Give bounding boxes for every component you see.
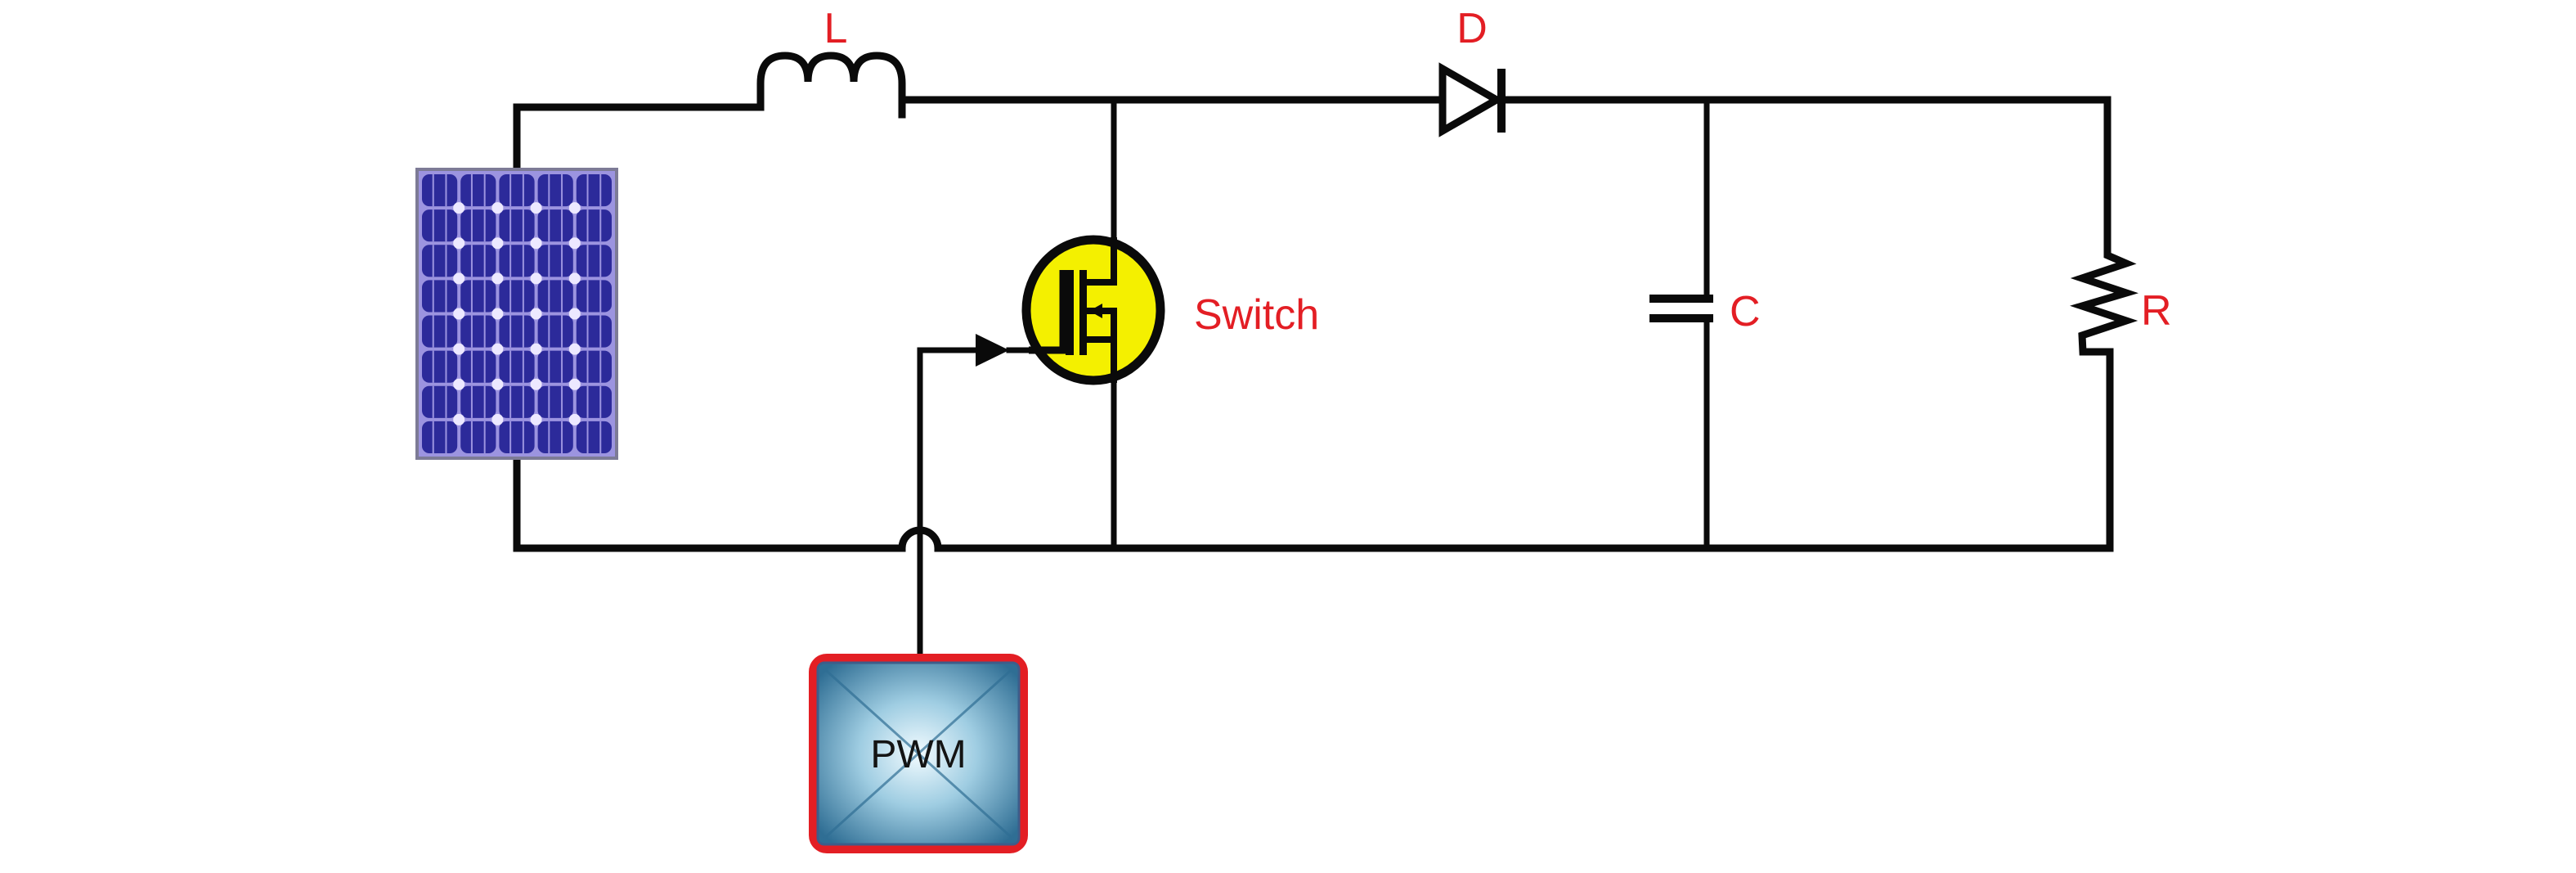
- switch-label: Switch: [1194, 291, 1319, 339]
- solar-cell: [499, 174, 535, 207]
- solar-cell: [576, 245, 612, 277]
- solar-cell-junction: [453, 308, 465, 320]
- solar-cell: [422, 209, 458, 242]
- solar-cell: [460, 421, 496, 453]
- solar-cell-junction: [568, 413, 581, 425]
- solar-cell: [499, 385, 535, 418]
- solar-cell: [422, 280, 458, 313]
- solar-cell-junction: [453, 237, 465, 250]
- solar-cell: [460, 315, 496, 348]
- wire-inductor-to-node: [898, 96, 1118, 109]
- solar-cell: [576, 350, 612, 383]
- solar-cell-junction: [491, 343, 504, 355]
- solar-cell: [537, 385, 573, 418]
- solar-cell-junction: [453, 378, 465, 390]
- solar-cell: [460, 350, 496, 383]
- solar-cell-junction: [491, 202, 504, 214]
- solar-cell-junction: [568, 378, 581, 390]
- solar-cell: [499, 315, 535, 348]
- wire-pwm-to-gate: [917, 347, 985, 655]
- solar-cell: [422, 245, 458, 277]
- solar-cell: [499, 209, 535, 242]
- solar-cell-junction: [453, 343, 465, 355]
- solar-cell: [460, 385, 496, 418]
- resistor-label: R: [2141, 287, 2172, 335]
- solar-cell: [422, 174, 458, 207]
- solar-cell-junction: [530, 308, 542, 320]
- solar-cell-junction: [453, 272, 465, 285]
- wire-panel-to-inductor: [513, 103, 765, 172]
- solar-cell-junction: [453, 413, 465, 425]
- solar-cell-junction: [568, 237, 581, 250]
- solar-cell-junction: [530, 237, 542, 250]
- solar-cell: [499, 421, 535, 453]
- solar-cell-junction: [491, 272, 504, 285]
- solar-panel: [415, 168, 618, 460]
- solar-cell: [537, 245, 573, 277]
- solar-cell: [576, 421, 612, 453]
- solar-cell: [499, 245, 535, 277]
- wire-diode-to-output: [1501, 96, 2112, 256]
- solar-cell: [422, 421, 458, 453]
- inductor: L: [756, 5, 906, 119]
- wires: [513, 96, 2114, 655]
- solar-cell: [576, 209, 612, 242]
- solar-cell: [537, 421, 573, 453]
- solar-cell: [576, 385, 612, 418]
- diode: D: [1438, 5, 1506, 137]
- solar-cell: [460, 245, 496, 277]
- solar-cell-junction: [530, 413, 542, 425]
- diode-label: D: [1456, 5, 1488, 52]
- solar-cell: [460, 209, 496, 242]
- wire-ground-rail: [513, 456, 2114, 552]
- solar-cell-junction: [568, 202, 581, 214]
- gate-arrow-icon: [976, 334, 1009, 367]
- solar-cell: [460, 280, 496, 313]
- solar-cell: [499, 350, 535, 383]
- solar-cell: [460, 174, 496, 207]
- pwm-controller: PWM: [809, 654, 1028, 853]
- solar-cell-junction: [568, 272, 581, 285]
- solar-cell: [537, 350, 573, 383]
- inductor-label: L: [824, 5, 848, 52]
- solar-cell-junction: [568, 343, 581, 355]
- resistor: R: [2070, 245, 2172, 356]
- solar-cell-junction: [491, 378, 504, 390]
- solar-cell: [537, 209, 573, 242]
- solar-cell-junction: [530, 272, 542, 285]
- solar-cell: [422, 385, 458, 418]
- solar-cell-junction: [491, 308, 504, 320]
- solar-cell: [576, 174, 612, 207]
- solar-cell-junction: [530, 202, 542, 214]
- switch-mosfet: Switch: [1021, 235, 1319, 385]
- solar-cell-junction: [530, 343, 542, 355]
- capacitor: C: [1649, 288, 1761, 335]
- solar-cell-junction: [491, 413, 504, 425]
- solar-cell-junction: [491, 237, 504, 250]
- solar-cell: [422, 350, 458, 383]
- solar-cell: [576, 280, 612, 313]
- solar-cell: [537, 315, 573, 348]
- solar-cell: [422, 315, 458, 348]
- solar-cell: [499, 280, 535, 313]
- solar-cell: [576, 315, 612, 348]
- solar-cell: [537, 174, 573, 207]
- pwm-label: PWM: [870, 733, 966, 776]
- solar-cell: [537, 280, 573, 313]
- solar-cell-junction: [568, 308, 581, 320]
- capacitor-label: C: [1730, 288, 1761, 335]
- solar-cell-junction: [530, 378, 542, 390]
- solar-cell-junction: [453, 202, 465, 214]
